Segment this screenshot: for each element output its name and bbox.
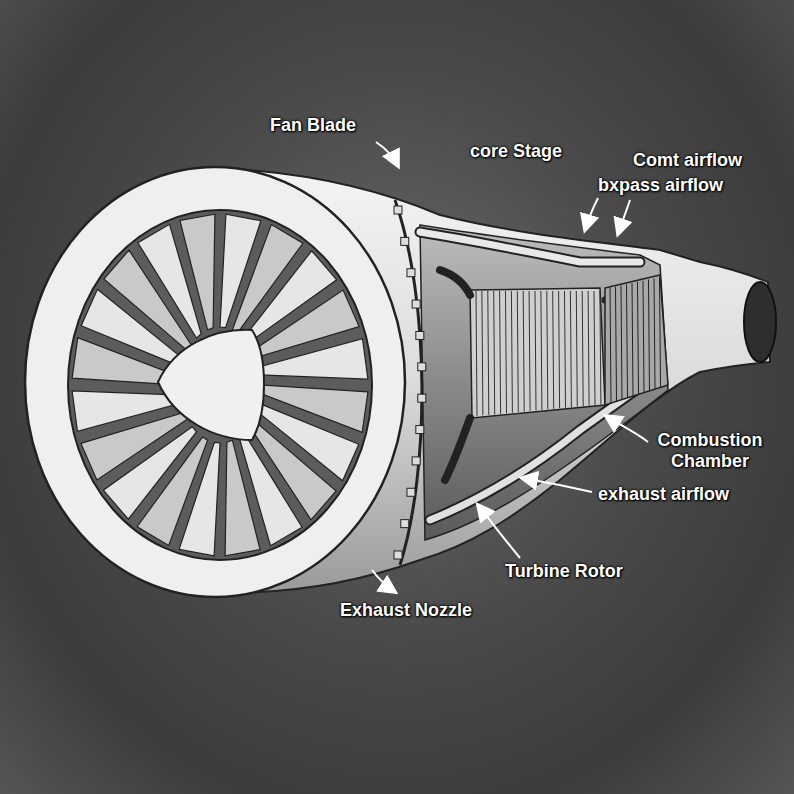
turbine-blade xyxy=(654,278,655,388)
part-label: exhaust airflow xyxy=(598,484,729,505)
bolt xyxy=(418,394,426,402)
fan-blades xyxy=(72,214,368,556)
nozzle-opening xyxy=(744,282,776,362)
bolt xyxy=(401,237,409,245)
compressor-stage xyxy=(541,291,542,410)
turbine-blade xyxy=(621,286,622,400)
part-label: bxpass airflow xyxy=(598,175,723,196)
turbine-blade xyxy=(638,282,639,394)
inlet-lip xyxy=(25,167,405,597)
compressor-drum xyxy=(470,288,605,418)
compressor-stage xyxy=(547,291,548,409)
turbine-blade xyxy=(627,284,628,397)
fan-blade xyxy=(180,214,215,330)
fan-blade xyxy=(225,440,260,556)
compressor-stage xyxy=(576,291,577,407)
compressor-stage xyxy=(594,291,595,405)
compressor-stage xyxy=(570,291,571,407)
part-label: Turbine Rotor xyxy=(505,561,623,582)
fan-blade xyxy=(258,339,368,380)
part-label: Fan Blade xyxy=(270,115,356,136)
bolt xyxy=(418,363,426,371)
compressor-stage xyxy=(494,291,495,414)
compressor-stage xyxy=(535,291,536,411)
spinner xyxy=(158,330,264,440)
compressor-stage xyxy=(529,291,530,411)
turbine-blade xyxy=(610,288,611,403)
compressor-stage xyxy=(506,291,507,413)
compressor-stage xyxy=(488,291,489,415)
bolt xyxy=(416,331,424,339)
compressor-stage xyxy=(500,291,501,414)
compressor-stage xyxy=(523,291,524,412)
compressor-stage xyxy=(511,291,512,413)
compressor-stage xyxy=(559,291,560,408)
bolt xyxy=(412,300,420,308)
bolt xyxy=(407,488,415,496)
turbine-section xyxy=(605,275,668,405)
compressor-stage xyxy=(476,291,477,416)
compressor-stage xyxy=(600,291,601,404)
turbine-blade xyxy=(649,280,650,391)
flange-ring xyxy=(395,200,422,565)
bolt xyxy=(394,551,402,559)
leader-lines xyxy=(372,142,648,592)
compressor-stage xyxy=(582,291,583,406)
part-label: core Stage xyxy=(470,141,562,162)
part-label: Exhaust Nozzle xyxy=(340,600,472,621)
part-label: Combustion Chamber xyxy=(650,430,770,471)
bolt xyxy=(394,206,402,214)
compressor-stage xyxy=(588,291,589,406)
bolt xyxy=(401,520,409,528)
turbine-blade xyxy=(643,281,644,392)
compressor-stage xyxy=(517,291,518,412)
compressor-stage xyxy=(482,291,483,415)
bolt xyxy=(412,457,420,465)
compressor-stage xyxy=(565,291,566,408)
fan-face xyxy=(68,210,372,560)
part-label: Comt airflow xyxy=(633,150,742,171)
bolt xyxy=(416,426,424,434)
turbine-blade xyxy=(660,277,661,387)
bolt xyxy=(407,269,415,277)
flange-bolts xyxy=(394,206,426,559)
turbine-blade xyxy=(616,287,617,401)
turbine-blade xyxy=(632,283,633,396)
compressor-stage xyxy=(553,291,554,409)
